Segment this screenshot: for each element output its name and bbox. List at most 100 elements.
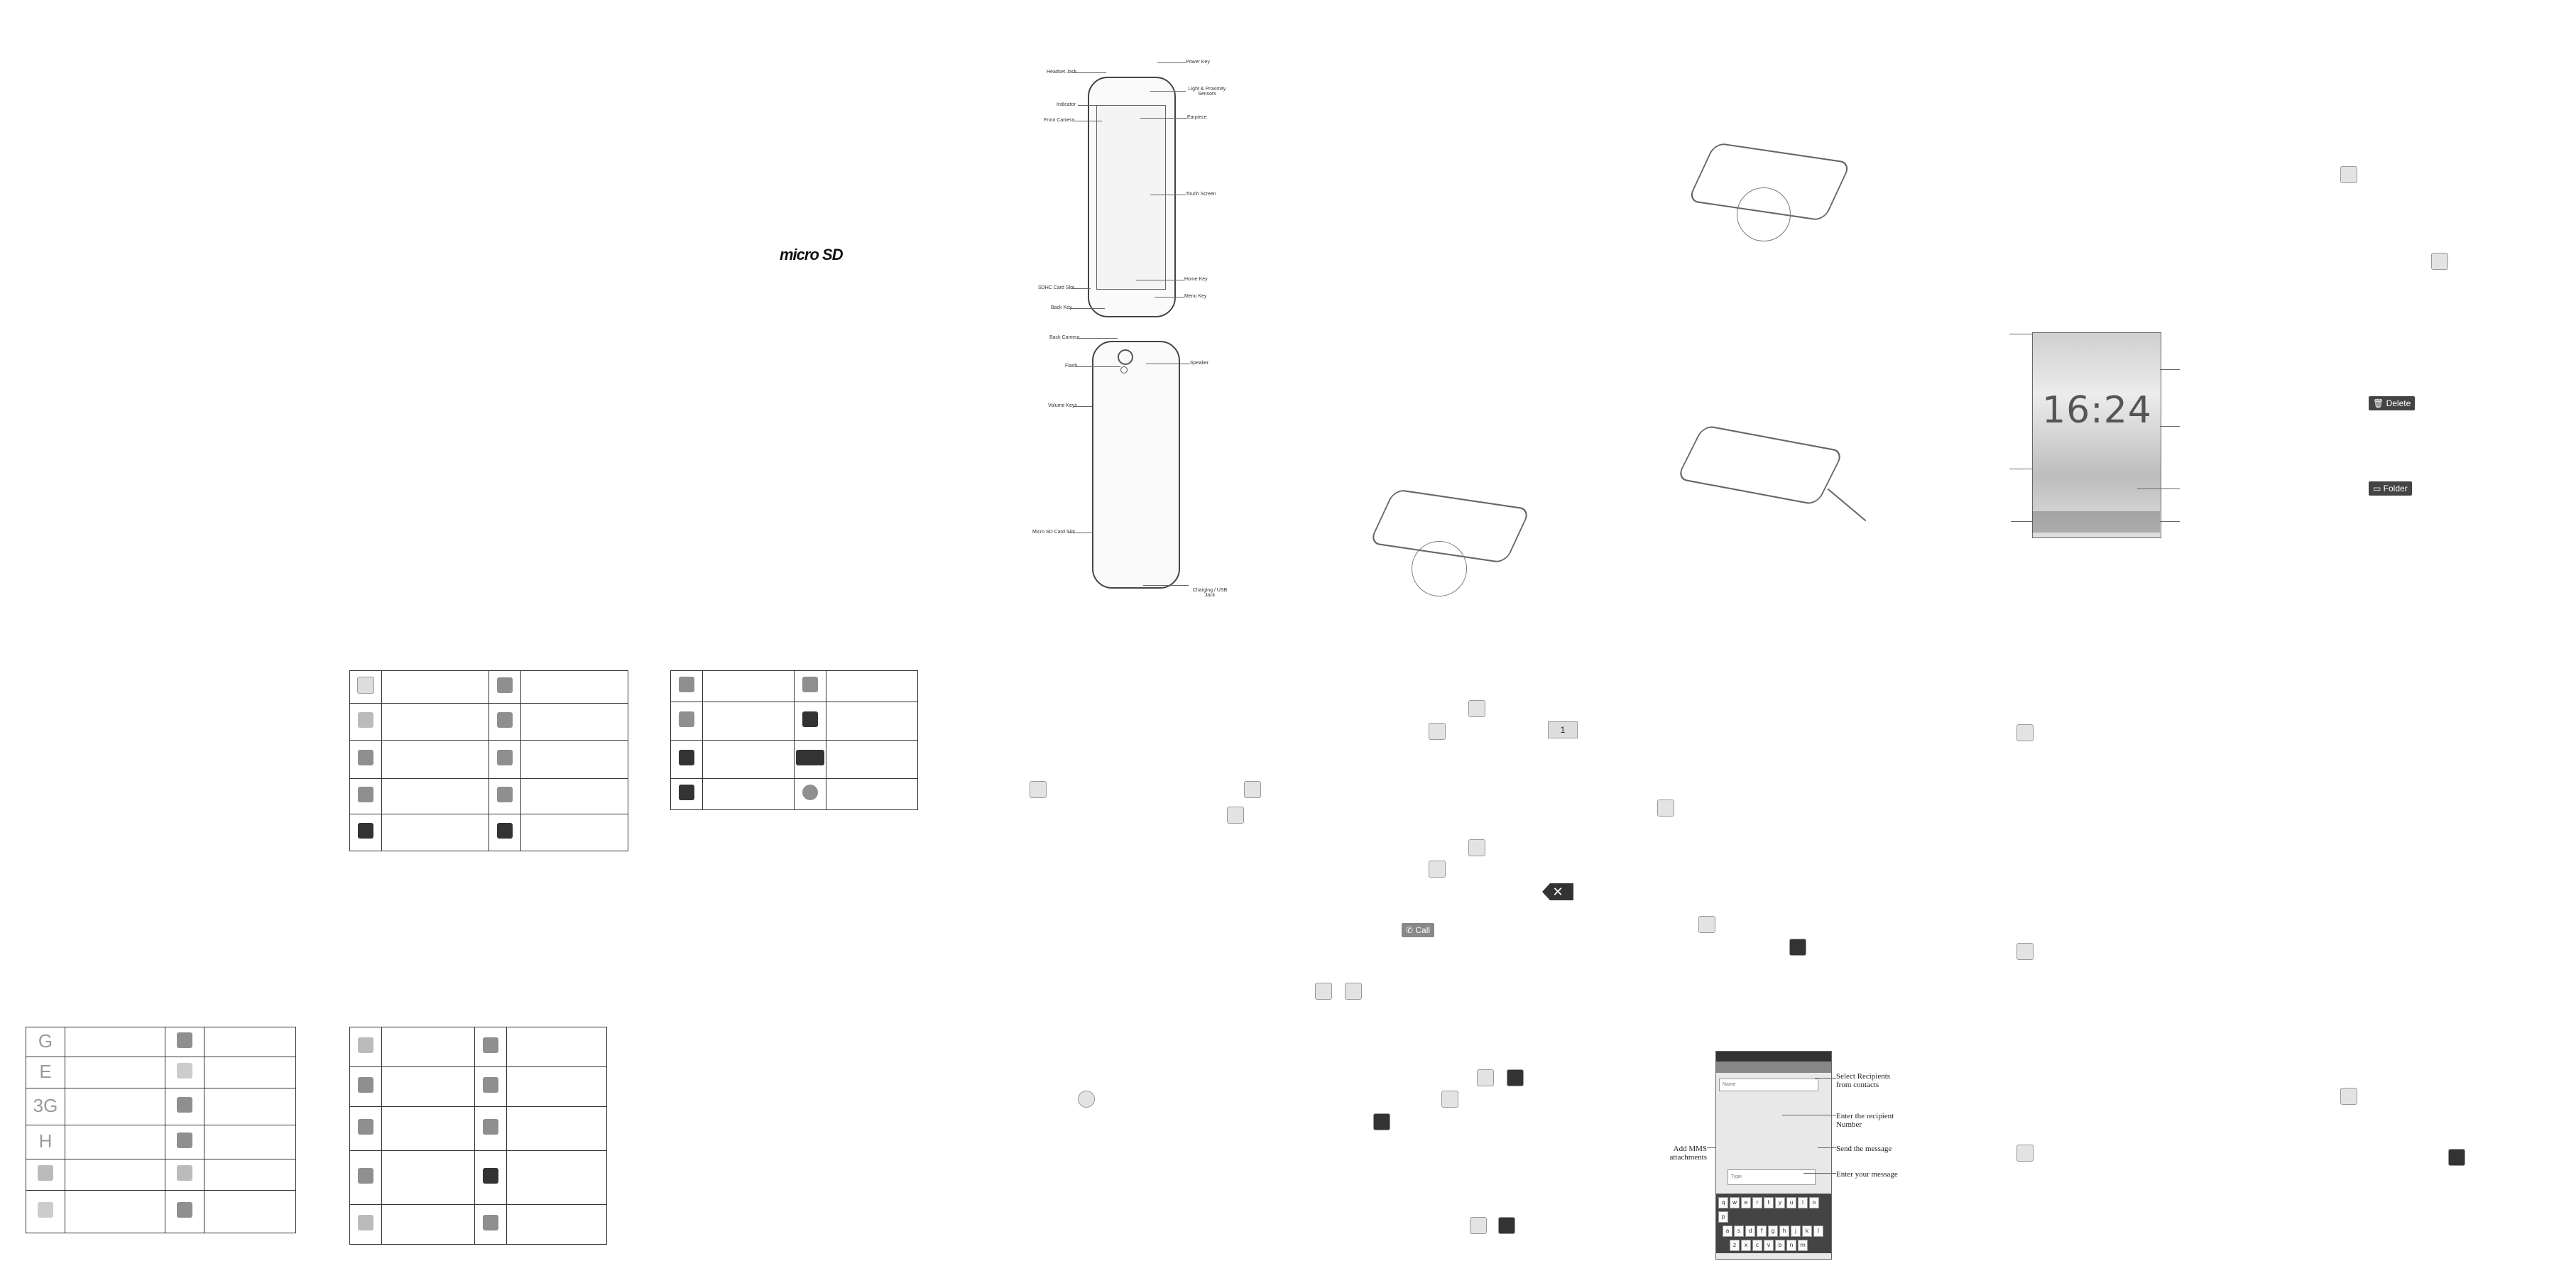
usb-icon <box>802 711 818 727</box>
keyboard-key[interactable]: p <box>1718 1211 1728 1223</box>
keyboard-key[interactable]: d <box>1745 1226 1755 1237</box>
messaging-icon-3[interactable] <box>1698 916 1715 933</box>
usb-cable-sketch <box>1827 488 1867 522</box>
card-zoom-circle-1 <box>1737 187 1791 241</box>
trash-icon: 🗑 <box>2373 398 2386 408</box>
phone-app-icon-4[interactable] <box>1429 861 1446 878</box>
messaging-app-icon-2[interactable] <box>1470 1217 1487 1234</box>
messaging-icon-6[interactable] <box>2016 724 2034 741</box>
people-icon[interactable] <box>1441 1091 1458 1108</box>
back-camera-icon <box>1118 349 1133 365</box>
signal-weak-icon <box>177 1063 192 1079</box>
dial-key-one[interactable]: 1 <box>1548 721 1578 738</box>
home-screen <box>2032 332 2161 538</box>
keyboard-key[interactable]: e <box>1741 1197 1751 1208</box>
keyboard-key[interactable]: b <box>1775 1240 1785 1251</box>
new-message-icon <box>358 1037 373 1053</box>
wifi-strong-icon <box>177 1202 192 1218</box>
keyboard-key[interactable]: j <box>1791 1226 1801 1237</box>
delete-char-icon[interactable]: ✕ <box>1542 883 1573 900</box>
keyboard-key[interactable]: h <box>1779 1226 1789 1237</box>
delete-button[interactable]: 🗑 Delete <box>2369 396 2416 410</box>
folder-icon: ▭ <box>2373 484 2384 493</box>
label-flash: Flash <box>1065 364 1078 369</box>
messaging-icon-8[interactable] <box>2340 1088 2357 1105</box>
contacts-icon[interactable] <box>1345 983 1362 1000</box>
status-icon-table-2 <box>670 670 918 810</box>
messaging-icon-9[interactable] <box>2016 1145 2034 1162</box>
keyboard-key[interactable]: o <box>1809 1197 1819 1208</box>
contact-add-icon[interactable] <box>1507 1069 1524 1086</box>
keyboard-key[interactable]: l <box>1813 1226 1823 1237</box>
wifi-available-icon <box>483 1215 498 1230</box>
keyboard-key[interactable]: n <box>1786 1240 1796 1251</box>
keyboard-key[interactable]: m <box>1798 1240 1808 1251</box>
edge-icon: E <box>39 1061 52 1082</box>
call-button[interactable]: ✆ Call <box>1402 923 1435 937</box>
alert-icon <box>483 1168 498 1184</box>
keyboard-key[interactable]: u <box>1786 1197 1796 1208</box>
phone-front-screen <box>1096 105 1166 290</box>
voicemail-icon <box>796 750 824 765</box>
phone-charging-sketch <box>1676 425 1845 506</box>
messaging-app-icon[interactable] <box>1477 1069 1494 1086</box>
keyboard-key[interactable]: k <box>1802 1226 1812 1237</box>
messaging-icon-4[interactable] <box>2340 166 2357 183</box>
keyboard-key[interactable]: t <box>1764 1197 1774 1208</box>
keyboard-key[interactable]: f <box>1757 1226 1767 1237</box>
keyboard-key[interactable]: i <box>1798 1197 1808 1208</box>
messaging-icon-7[interactable] <box>2016 943 2034 960</box>
label-light-proximity: Light & Proximity Sensors <box>1188 87 1226 97</box>
compose-icon[interactable] <box>1789 939 1806 956</box>
phone-app-icon-2[interactable] <box>1429 723 1446 740</box>
battery-low-icon <box>358 712 373 728</box>
mute-icon <box>38 1165 53 1181</box>
keyboard-key[interactable]: y <box>1775 1197 1785 1208</box>
keyboard-key[interactable]: q <box>1718 1197 1728 1208</box>
message-body-field[interactable]: Type <box>1728 1169 1816 1185</box>
messaging-icon-5[interactable] <box>2431 253 2448 270</box>
keyboard-key[interactable]: w <box>1730 1197 1740 1208</box>
check-icon[interactable] <box>1657 799 1674 817</box>
phone-app-icon-3[interactable] <box>1468 839 1485 856</box>
label-back-camera: Back Camera <box>1049 335 1080 340</box>
keyboard-key[interactable]: v <box>1764 1240 1774 1251</box>
recipient-field[interactable]: Name <box>1719 1079 1818 1091</box>
label-earpiece: Earpiece <box>1187 115 1207 120</box>
call-log-icon[interactable] <box>1315 983 1332 1000</box>
note-select-recipients: Select Recipients from contacts <box>1836 1072 1891 1089</box>
keyboard-key[interactable]: r <box>1752 1197 1762 1208</box>
note-enter-number: Enter the recipient Number <box>1836 1112 1894 1129</box>
keyboard-key[interactable]: g <box>1768 1226 1778 1237</box>
contact-card-icon[interactable] <box>1373 1113 1390 1130</box>
keyboard-key[interactable]: z <box>1730 1240 1740 1251</box>
keyboard-key[interactable]: s <box>1734 1226 1744 1237</box>
settings-icon[interactable] <box>1078 1091 1095 1108</box>
no-sim-icon <box>357 677 374 694</box>
sd-warning-icon <box>483 1077 498 1093</box>
label-back-key: Back Key <box>1051 305 1072 310</box>
keyboard-key[interactable]: c <box>1752 1240 1762 1251</box>
volume-icon <box>1227 807 1244 824</box>
battery-full-icon <box>358 750 373 765</box>
alarm-icon <box>497 787 513 802</box>
folder-button[interactable]: ▭ Folder <box>2369 481 2412 496</box>
bluetooth-small-icon <box>2448 1149 2465 1166</box>
label-front-camera: Front Camera <box>1044 118 1075 123</box>
talk-icon <box>358 1168 373 1184</box>
email-icon <box>358 1077 373 1093</box>
label-headset-jack: Headset Jack <box>1047 70 1077 75</box>
contact-add-icon-2[interactable] <box>1498 1217 1515 1234</box>
send-icon[interactable] <box>1696 1015 1711 1031</box>
home-clock: 16:24 <box>2042 389 2152 432</box>
microsd-logo: micro SD <box>780 246 844 263</box>
label-home-key: Home Key <box>1184 277 1208 282</box>
keyboard-key[interactable]: x <box>1741 1240 1751 1251</box>
keyboard-key[interactable]: a <box>1723 1226 1732 1237</box>
3g-icon: 3G <box>33 1095 58 1116</box>
note-enter-message: Enter your message <box>1836 1170 1898 1179</box>
rotate-icon <box>38 1202 53 1218</box>
phone-app-icon[interactable] <box>1468 700 1485 717</box>
